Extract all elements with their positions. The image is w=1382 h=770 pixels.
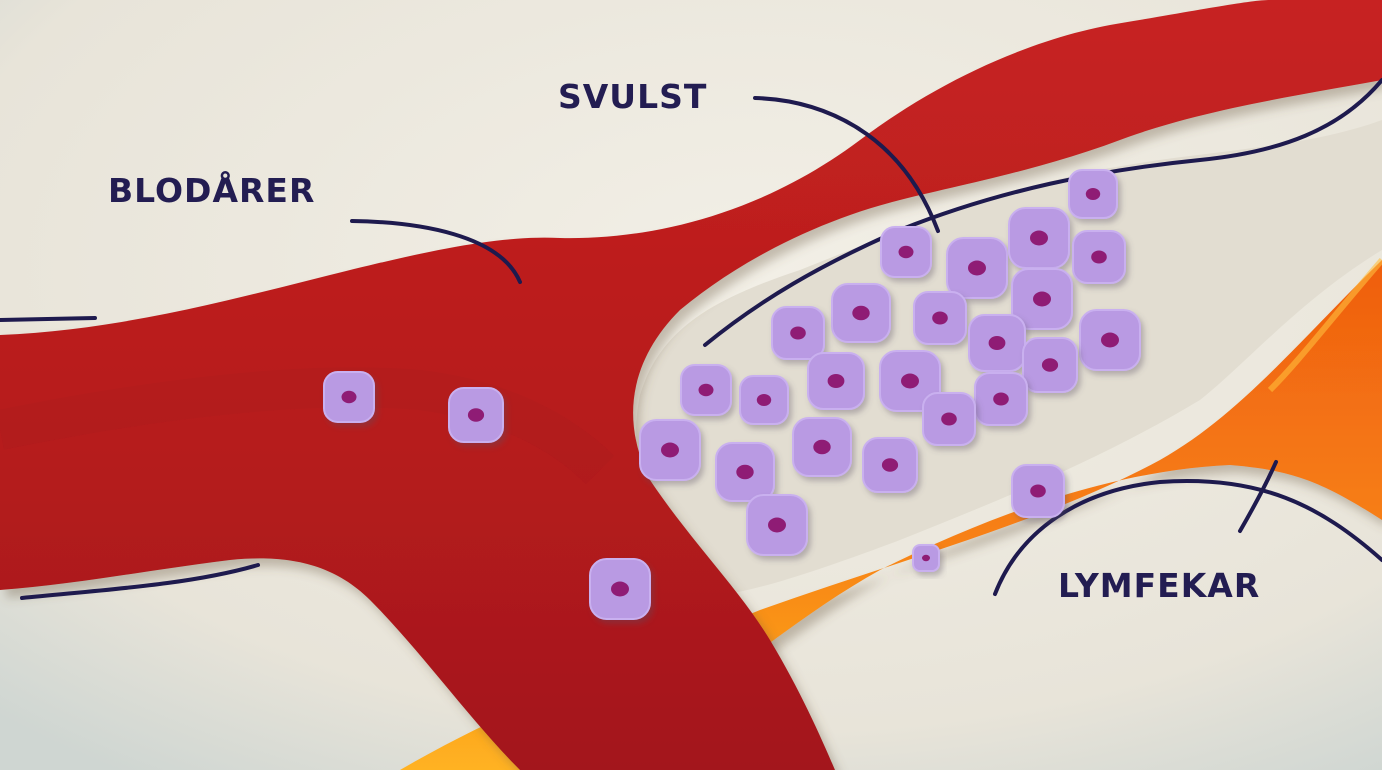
- cancer-cell-icon: [946, 237, 1008, 299]
- cancer-cell-icon: [974, 372, 1028, 426]
- cancer-cell-icon: [912, 544, 940, 572]
- cancer-cell-icon: [1008, 207, 1070, 269]
- cancer-cell-icon: [589, 558, 651, 620]
- cancer-cell-icon: [922, 392, 976, 446]
- label-lymph-vessel: LYMFEKAR: [1058, 566, 1261, 605]
- cancer-cell-icon: [1022, 337, 1078, 393]
- cancer-cell-icon: [639, 419, 701, 481]
- cancer-cell-icon: [880, 226, 932, 278]
- label-tumor: SVULST: [558, 77, 708, 116]
- cancer-cell-icon: [879, 350, 941, 412]
- cancer-cell-icon: [1011, 268, 1073, 330]
- vessel-outline-left: [0, 316, 97, 322]
- tumor-outline: [703, 78, 1382, 347]
- cancer-cell-icon: [913, 291, 967, 345]
- cancer-cell-icon: [771, 306, 825, 360]
- cancer-cell-icon: [715, 442, 775, 502]
- leader-line-blood-vessels: [350, 219, 522, 284]
- cancer-cell-icon: [323, 371, 375, 423]
- cancer-cell-icon: [831, 283, 891, 343]
- cancer-cell-icon: [448, 387, 504, 443]
- cancer-cell-icon: [968, 314, 1026, 372]
- cancer-cell-icon: [1072, 230, 1126, 284]
- cancer-cell-icon: [862, 437, 918, 493]
- lymph-outline: [993, 479, 1382, 596]
- cancer-cell-icon: [792, 417, 852, 477]
- cancer-cell-icon: [1068, 169, 1118, 219]
- cancer-cell-icon: [807, 352, 865, 410]
- cancer-cell-icon: [680, 364, 732, 416]
- leader-line-lymph: [1238, 460, 1278, 533]
- cancer-cell-icon: [739, 375, 789, 425]
- leader-line-tumor: [753, 96, 940, 233]
- cancer-cell-icon: [1011, 464, 1065, 518]
- cancer-cell-icon: [746, 494, 808, 556]
- label-blood-vessels: BLODÅRER: [108, 171, 316, 210]
- tumor-cells: [323, 169, 1141, 620]
- vessel-outline-bottom: [20, 563, 260, 600]
- cancer-cell-icon: [1079, 309, 1141, 371]
